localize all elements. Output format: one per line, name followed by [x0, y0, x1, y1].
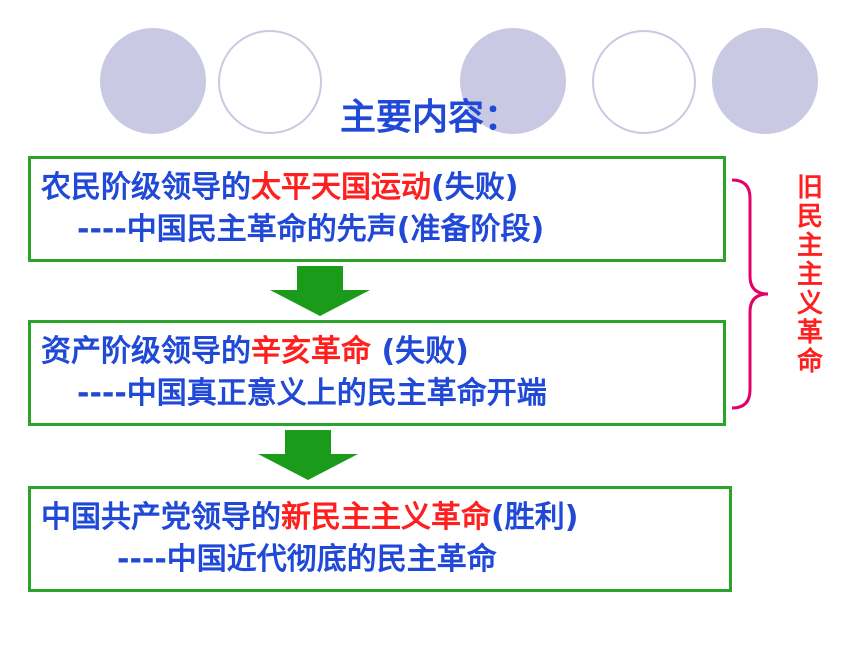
box-text-prefix: 资产阶级领导的 — [41, 334, 251, 369]
old-democratic-revolution-label: 旧 民 主 主 义 革 命 — [790, 174, 830, 377]
box-line-2: ----中国真正意义上的民主革命开端 — [77, 376, 547, 411]
box-text-highlight: 新民主主义革命 — [281, 500, 491, 535]
box-line-1: 农民阶级领导的太平天国运动(失败) — [41, 167, 723, 209]
decor-circle-2 — [218, 30, 322, 134]
box-text-suffix: (胜利) — [491, 500, 579, 535]
decor-circle-3 — [460, 28, 566, 134]
box-text-prefix: 农民阶级领导的 — [41, 170, 251, 205]
box-text-suffix: (失败) — [431, 170, 519, 205]
side-label-char: 主 — [796, 231, 823, 261]
side-label-char: 命 — [796, 347, 823, 377]
side-label-char: 革 — [796, 318, 823, 348]
side-label-char: 民 — [796, 202, 823, 232]
box-text-highlight: 辛亥革命 — [251, 334, 371, 369]
content-box-taiping: 农民阶级领导的太平天国运动(失败) ----中国民主革命的先声(准备阶段) — [28, 156, 726, 262]
content-box-new-democratic: 中国共产党领导的新民主主义革命(胜利) ----中国近代彻底的民主革命 — [28, 486, 732, 592]
side-label-char: 义 — [796, 289, 823, 319]
decor-circle-5 — [712, 28, 818, 134]
box-text-suffix: (失败) — [371, 334, 469, 369]
side-label-char: 主 — [796, 260, 823, 290]
decor-circle-1 — [100, 28, 206, 134]
page-title: 主要内容： — [339, 97, 520, 138]
down-arrow-icon — [258, 430, 358, 480]
side-label-char: 旧 — [796, 173, 823, 203]
box-line-2: ----中国民主革命的先声(准备阶段) — [77, 212, 545, 247]
box-line-1: 中国共产党领导的新民主主义革命(胜利) — [41, 497, 729, 539]
box-line-1: 资产阶级领导的辛亥革命 (失败) — [41, 331, 723, 373]
box-text-prefix: 中国共产党领导的 — [41, 500, 281, 535]
decor-circle-4 — [592, 30, 696, 134]
content-box-xinhai: 资产阶级领导的辛亥革命 (失败) ----中国真正意义上的民主革命开端 — [28, 320, 726, 426]
box-line-2: ----中国近代彻底的民主革命 — [117, 542, 497, 577]
right-brace-icon — [731, 178, 769, 410]
down-arrow-icon — [270, 266, 370, 316]
box-text-highlight: 太平天国运动 — [251, 170, 431, 205]
